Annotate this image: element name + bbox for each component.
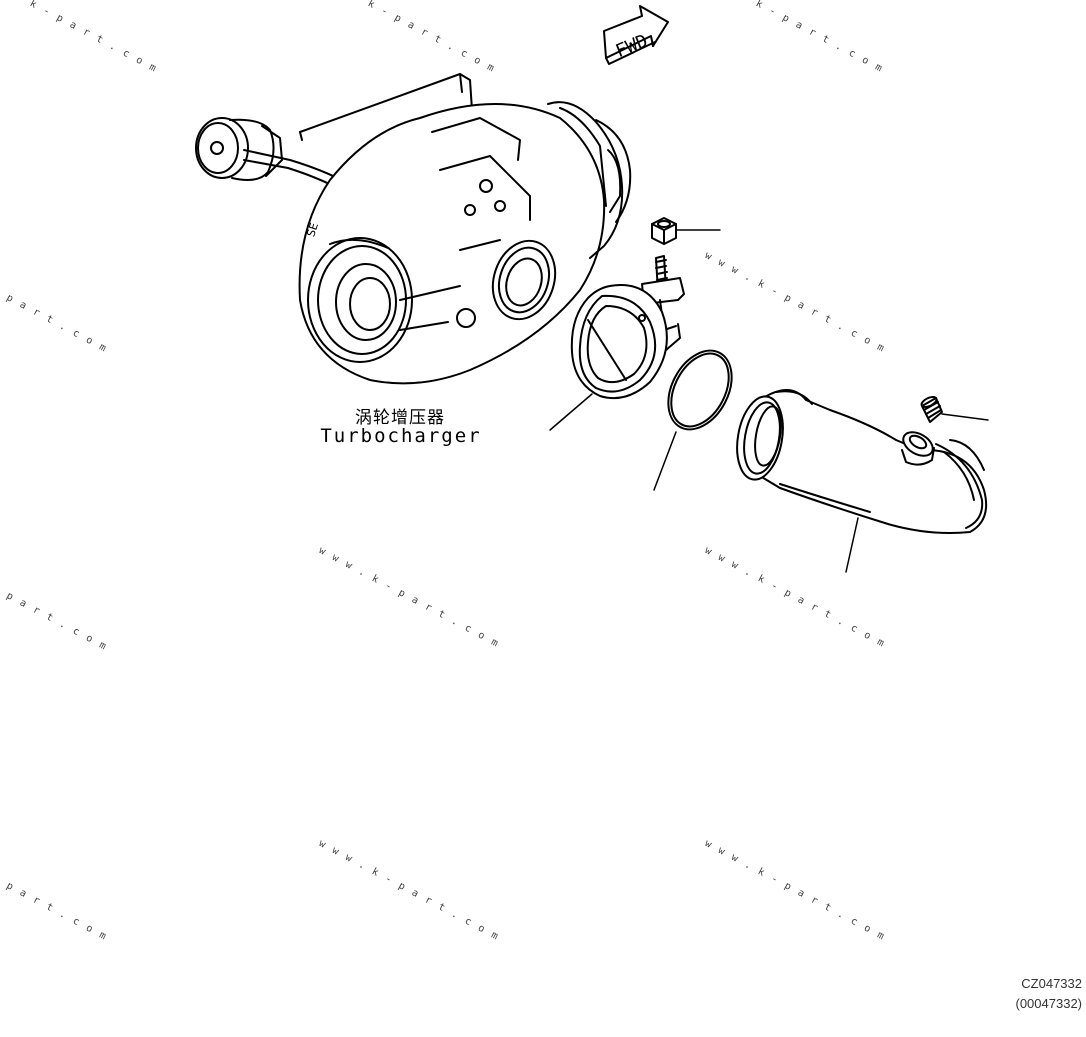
o-ring-part [656,340,745,440]
pipe-leader-line [846,518,858,572]
nut-part [652,218,676,244]
clamp-leader-line [550,394,592,430]
v-band-clamp-part [572,256,684,398]
elbow-pipe-part [731,390,986,533]
drawing-reference-code: CZ047332 [1021,976,1082,991]
o-ring-leader-line [654,432,676,490]
turbocharger-label-en: Turbocharger [320,425,482,447]
turbocharger-part: SE [196,74,630,383]
plug-leader-line [942,414,988,420]
plug-part [920,395,942,422]
fwd-arrow-icon: FWD [604,6,668,64]
svg-text:SE: SE [304,221,321,238]
turbocharger-label-cn: 涡轮增压器 [355,408,445,428]
drawing-reference-code-alt: (00047332) [1015,996,1083,1011]
